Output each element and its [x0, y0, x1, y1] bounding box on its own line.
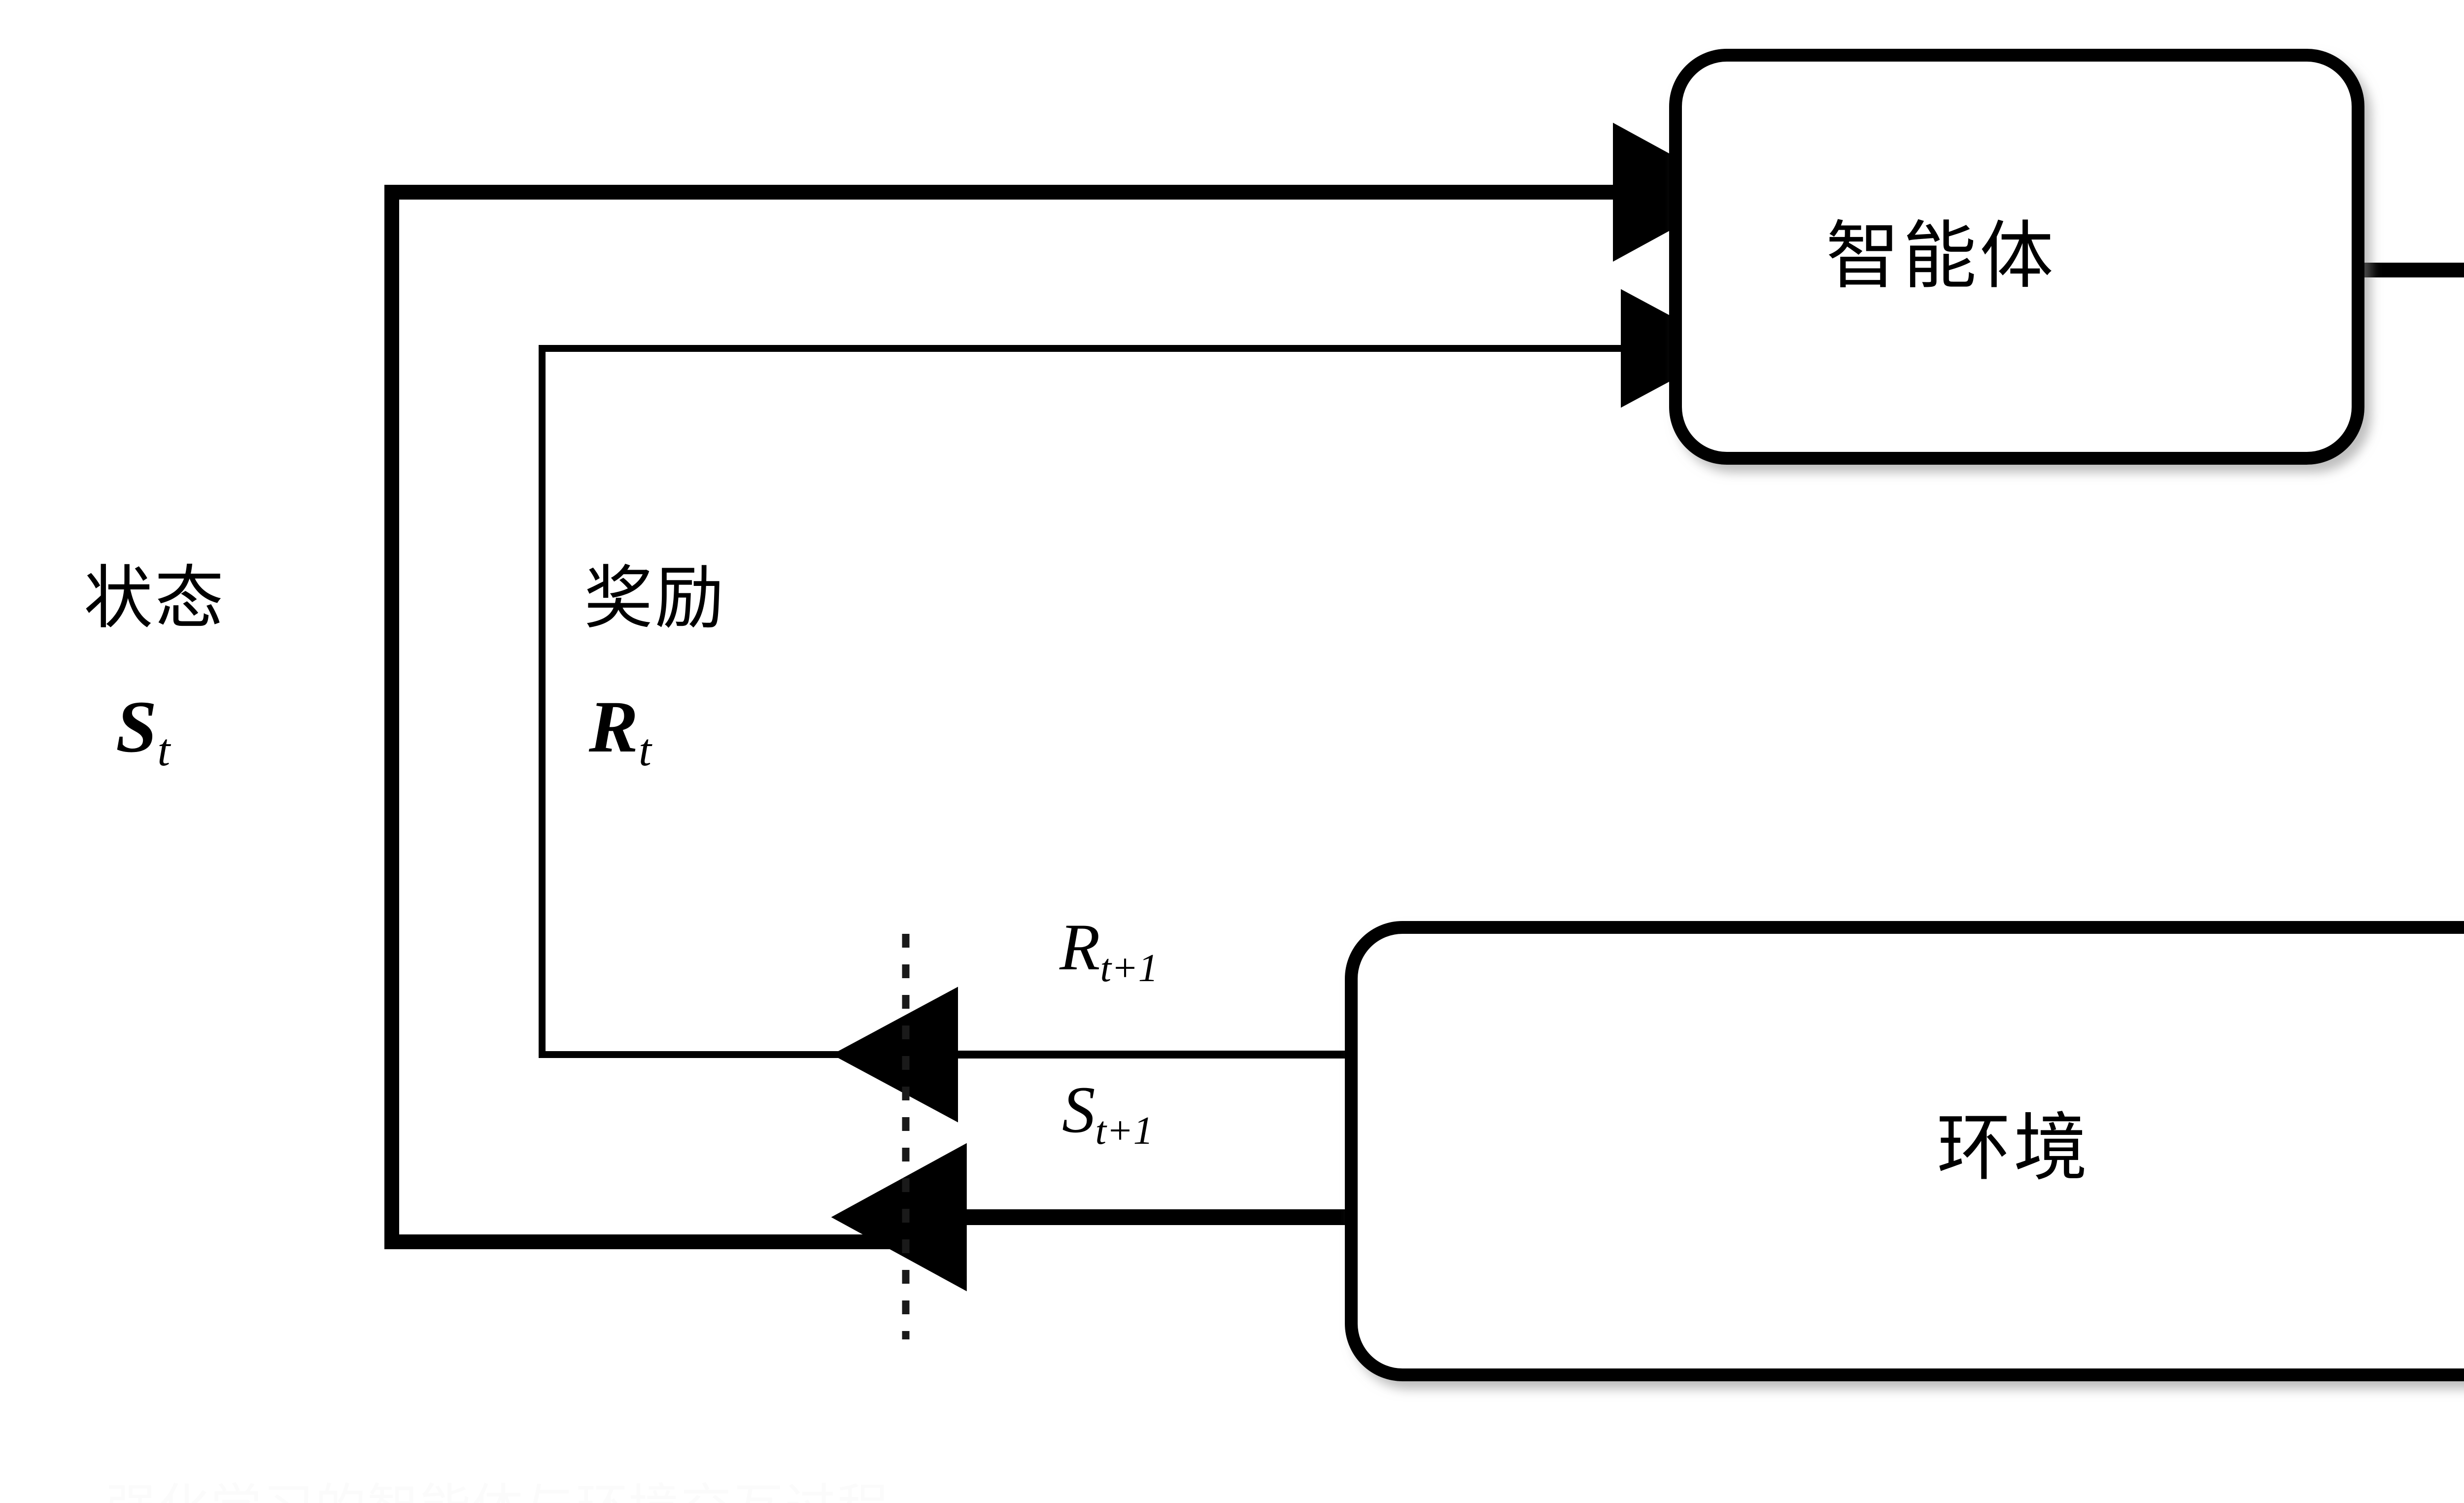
reward-symbol-base: R: [589, 686, 639, 768]
state-feedback-path: [384, 123, 1740, 1249]
state-label-word: 状态: [84, 558, 226, 639]
reward-next-label: Rt+1: [1060, 911, 1158, 988]
figure-caption: 强化学习的智能体与环境交互过程: [106, 1466, 890, 1503]
reward-feedback-path: [539, 289, 1731, 1058]
agent-box[interactable]: [1669, 49, 2364, 465]
environment-box[interactable]: [1345, 921, 2464, 1381]
reward-label-word: 奖励: [584, 558, 726, 639]
reward-label-symbol: Rt: [589, 690, 651, 773]
agent-box-label: 智能体: [1826, 213, 2057, 299]
reward-next-subscript: t+1: [1100, 946, 1159, 991]
state-label-symbol: St: [116, 690, 170, 773]
state-symbol-subscript: t: [157, 724, 171, 776]
reward-symbol-subscript: t: [638, 724, 651, 776]
state-symbol-base: S: [116, 686, 157, 768]
reward-next-base: R: [1060, 911, 1100, 984]
state-next-subscript: t+1: [1095, 1108, 1154, 1153]
state-next-label: St+1: [1062, 1077, 1153, 1151]
environment-box-label: 环境: [1937, 1105, 2091, 1191]
state-next-base: S: [1062, 1073, 1095, 1147]
